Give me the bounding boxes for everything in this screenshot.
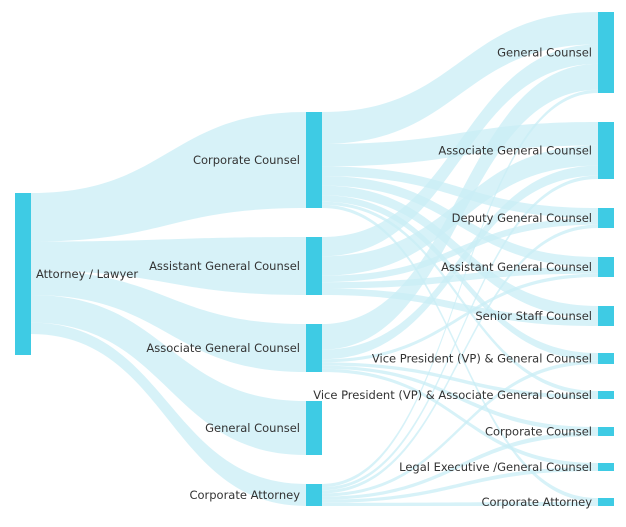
- link-b4-c0: [322, 89, 598, 488]
- node-label-c0: General Counsel: [497, 46, 592, 60]
- link-a0-b0: [31, 112, 306, 242]
- node-label-c1: Associate General Counsel: [438, 144, 592, 158]
- link-b2-c1: [322, 165, 598, 360]
- link-b4-c7: [322, 431, 598, 500]
- link-b1-c2: [322, 218, 598, 283]
- node-label-b1: Assistant General Counsel: [149, 259, 300, 273]
- node-c8: [598, 463, 614, 471]
- link-b4-c8: [322, 467, 598, 503]
- link-b1-c0: [322, 44, 598, 257]
- link-b0-c2: [322, 166, 598, 218]
- node-c0: [598, 12, 614, 93]
- node-c4: [598, 306, 614, 326]
- node-c6: [598, 391, 614, 399]
- link-b4-c2: [322, 224, 598, 494]
- links-layer: [31, 12, 598, 506]
- node-label-b3: General Counsel: [205, 421, 300, 435]
- node-label-b4: Corporate Attorney: [189, 488, 300, 502]
- node-label-c3: Assistant General Counsel: [441, 260, 592, 274]
- link-b2-c3: [322, 273, 598, 363]
- link-b2-c0: [322, 63, 598, 350]
- node-b0: [306, 112, 322, 208]
- link-b2-c6: [322, 362, 598, 399]
- node-c3: [598, 257, 614, 277]
- link-b0-c9: [322, 204, 598, 503]
- nodes-layer: [15, 12, 614, 506]
- node-a0: [15, 193, 31, 355]
- node-c1: [598, 122, 614, 179]
- node-label-c2: Deputy General Counsel: [452, 211, 592, 225]
- link-b4-c1: [322, 175, 598, 491]
- link-b2-c7: [322, 365, 598, 432]
- link-b0-c0: [322, 12, 598, 144]
- link-a0-b3: [31, 295, 306, 455]
- node-c5: [598, 353, 614, 364]
- link-b4-c5: [322, 360, 598, 497]
- node-label-c5: Vice President (VP) & General Counsel: [372, 352, 592, 366]
- node-b1: [306, 237, 322, 295]
- link-b1-c3: [322, 267, 598, 289]
- node-b2: [306, 324, 322, 372]
- link-a0-b1: [31, 237, 306, 295]
- node-b3: [306, 401, 322, 455]
- link-a0-b2: [31, 270, 306, 372]
- node-label-c8: Legal Executive /General Counsel: [399, 460, 592, 474]
- node-c2: [598, 208, 614, 228]
- link-b2-c8: [322, 368, 598, 467]
- node-label-b0: Corporate Counsel: [193, 153, 300, 167]
- node-label-c4: Senior Staff Counsel: [475, 309, 592, 323]
- link-b0-c6: [322, 201, 598, 395]
- link-b4-c9: [322, 502, 598, 506]
- link-a0-b4: [31, 322, 306, 506]
- node-label-c7: Corporate Counsel: [485, 425, 592, 439]
- node-c9: [598, 498, 614, 506]
- link-b0-c3: [322, 176, 598, 267]
- node-label-c6: Vice President (VP) & Associate General …: [313, 388, 592, 402]
- node-label-c9: Corporate Attorney: [481, 495, 592, 509]
- node-b4: [306, 484, 322, 506]
- node-label-b2: Associate General Counsel: [146, 341, 300, 355]
- node-c7: [598, 427, 614, 436]
- node-label-a0: Attorney / Lawyer: [36, 267, 138, 281]
